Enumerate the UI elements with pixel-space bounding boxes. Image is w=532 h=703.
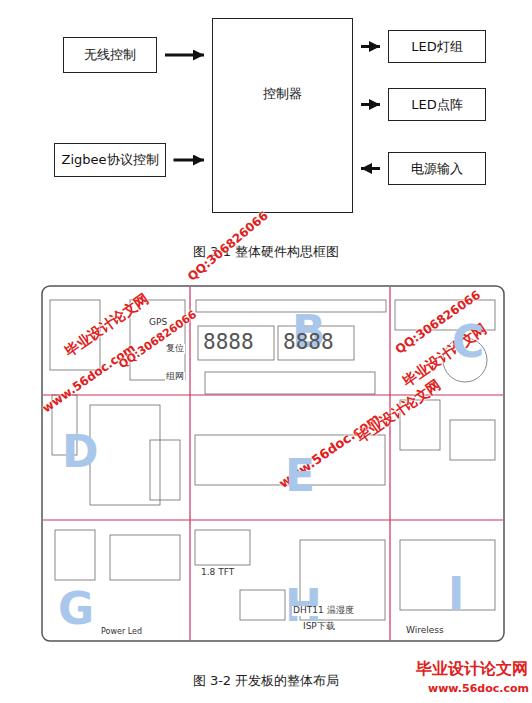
- region-letter: I: [448, 570, 464, 618]
- board-text: Wireless: [405, 626, 445, 636]
- process-box: 控制器: [212, 18, 353, 213]
- process-box: Zigbee协议控制: [54, 143, 165, 177]
- arrow-connector: [361, 45, 380, 48]
- process-box: 无线控制: [63, 37, 157, 73]
- board-text: 复位: [165, 344, 185, 354]
- board-text: 组网: [165, 372, 185, 382]
- arrow-connector: [174, 159, 204, 162]
- box-label: 电源输入: [411, 160, 463, 178]
- box-label: LED灯组: [411, 38, 462, 56]
- process-box: LED点阵: [388, 88, 486, 121]
- process-box: 电源输入: [388, 152, 486, 185]
- region-letter: E: [285, 452, 315, 500]
- board-text: ISP下载: [302, 622, 336, 632]
- arrow-connector: [361, 103, 380, 106]
- box-label: LED点阵: [411, 96, 462, 114]
- board-text: 1.8 TFT: [200, 568, 235, 578]
- seven-segment-display: 8888: [203, 331, 254, 354]
- box-label: 无线控制: [84, 46, 136, 64]
- board-text: DHT11 温湿度: [292, 606, 355, 616]
- region-letter: D: [62, 428, 99, 476]
- figure-caption: 图 3-2 开发板的整体布局: [191, 672, 342, 690]
- arrow-connector: [361, 167, 380, 170]
- board-text: GPS: [148, 318, 168, 328]
- box-label: Zigbee协议控制: [61, 151, 158, 169]
- region-letter: G: [58, 585, 94, 633]
- region-letter: C: [452, 318, 484, 366]
- arrow-connector: [165, 54, 204, 57]
- watermark: 毕业设计论文网: [416, 660, 528, 678]
- board-text: Power Led: [100, 628, 143, 637]
- box-label: 控制器: [263, 85, 302, 103]
- seven-segment-display: 8888: [283, 331, 334, 354]
- watermark: www.56doc.com: [428, 683, 529, 695]
- process-box: LED灯组: [388, 30, 486, 63]
